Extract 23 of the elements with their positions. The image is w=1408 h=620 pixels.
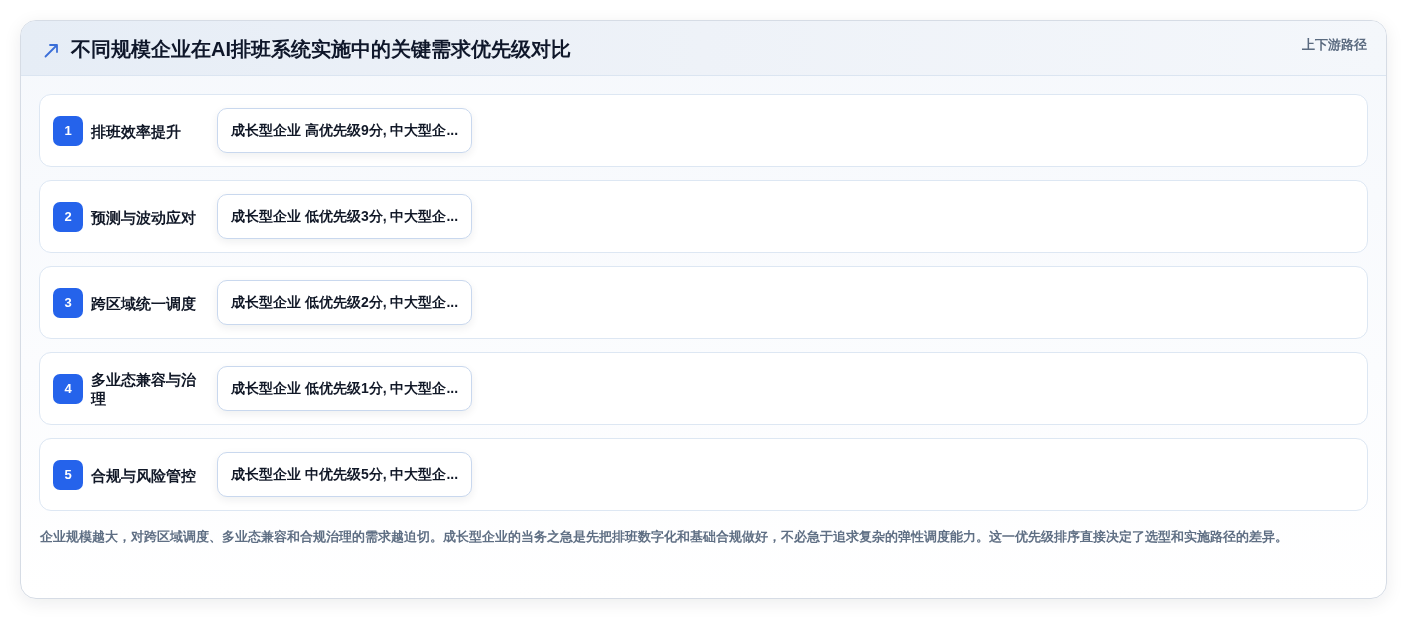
priority-pill: 成长型企业 高优先级9分, 中大型企...	[217, 108, 473, 153]
number-badge: 3	[53, 288, 83, 318]
priority-pill: 成长型企业 低优先级1分, 中大型企...	[217, 366, 473, 411]
number-badge: 2	[53, 202, 83, 232]
number-badge: 5	[53, 460, 83, 490]
requirement-row	[39, 180, 1368, 253]
card-title: 不同规模企业在AI排班系统实施中的关键需求优先级对比	[71, 37, 571, 62]
row-label: 多业态兼容与治理	[91, 369, 197, 408]
row-label: 跨区域统一调度	[91, 293, 197, 312]
row-label: 预测与波动应对	[91, 207, 197, 226]
priority-pill: 成长型企业 低优先级2分, 中大型企...	[217, 280, 473, 325]
row-label: 排班效率提升	[91, 121, 182, 140]
requirement-row	[39, 438, 1368, 511]
priority-pill: 成长型企业 低优先级3分, 中大型企...	[217, 194, 473, 239]
requirement-row	[39, 352, 1368, 425]
header-note: 上下游路径	[1302, 36, 1367, 54]
summary-note: 企业规模越大，对跨区域调度、多业态兼容和合规治理的需求越迫切。成长型企业的当务之急是先把排班数字化和基础合规做好，不必急于追求复杂的弹性调度能力。这一优先级排序直接决定了选型和实施路径的差异。	[40, 528, 1288, 546]
requirement-row	[39, 266, 1368, 339]
priority-pill: 成长型企业 中优先级5分, 中大型企...	[217, 452, 473, 497]
requirement-row	[39, 94, 1368, 167]
row-label: 合规与风险管控	[91, 465, 197, 484]
number-badge: 4	[53, 374, 83, 404]
number-badge: 1	[53, 116, 83, 146]
